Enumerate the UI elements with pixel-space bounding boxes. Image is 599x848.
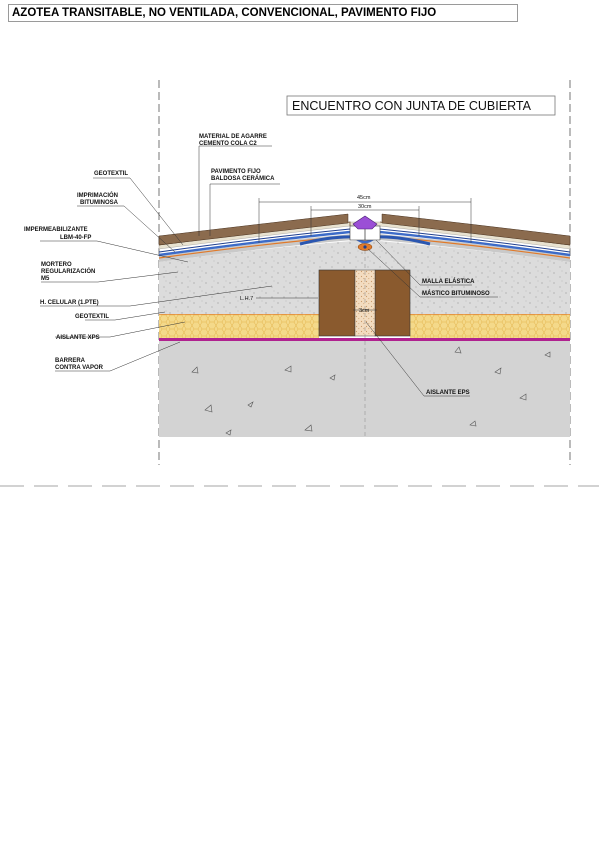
brick-wall-left — [318, 269, 356, 337]
label-imprimacion-2: BITUMINOSA — [80, 200, 119, 206]
dimension-lines — [258, 198, 472, 311]
detail-title: ENCUENTRO CON JUNTA DE CUBIERTA — [292, 99, 532, 113]
label-barrera-2: CONTRA VAPOR — [55, 365, 104, 371]
label-material-agarre-1: MATERIAL DE AGARRE — [199, 134, 267, 140]
page-title: AZOTEA TRANSITABLE, NO VENTILADA, CONVEN… — [8, 4, 518, 22]
label-pavimento-1: PAVIMENTO FIJO — [211, 169, 261, 175]
label-pavimento-2: BALDOSA CERÁMICA — [211, 175, 275, 182]
dim-45: 45cm — [357, 195, 371, 201]
label-mortero-1: MORTERO — [41, 262, 72, 268]
label-aislante-xps: AISLANTE XPS — [56, 335, 100, 341]
label-imprimacion-1: IMPRIMACIÓN — [77, 191, 118, 199]
label-mastico: MÁSTICO BITUMINOSO — [422, 290, 490, 297]
ceramic-tile-right — [381, 213, 571, 246]
concrete-slab — [159, 340, 570, 437]
brick-wall-right — [374, 269, 411, 337]
xps-insulation-left — [159, 314, 319, 338]
vapour-barrier — [159, 338, 570, 341]
leader-lines — [40, 145, 498, 397]
label-impermeabilizante-2: LBM-40-FP — [60, 235, 91, 241]
waterproof-membrane — [158, 230, 571, 257]
lh7-label: L.H.7 — [240, 296, 253, 302]
label-geotextil-top: GEOTEXTIL — [94, 171, 128, 177]
label-hormigon-celular: H. CELULAR (1.PTE) — [40, 300, 99, 306]
concrete-aggregate — [191, 346, 551, 436]
label-material-agarre-2: CEMENTO COLA C2 — [199, 141, 257, 147]
xps-insulation-right — [410, 314, 570, 338]
label-malla: MALLA ELÁSTICA — [422, 278, 475, 285]
label-barrera-1: BARRERA — [55, 358, 86, 364]
label-geotextil-bottom: GEOTEXTIL — [75, 314, 109, 320]
ceramic-tile-left — [158, 213, 349, 246]
joint-cap — [352, 215, 378, 230]
detail-title-box — [286, 95, 556, 116]
dim-30: 30cm — [358, 204, 372, 210]
label-mortero-3: M5 — [41, 276, 50, 282]
label-aislante-eps: AISLANTE EPS — [426, 390, 470, 396]
label-impermeabilizante-1: IMPERMEABILIZANTE — [24, 227, 88, 233]
dim-3: 3cm — [359, 308, 370, 314]
label-mortero-2: REGULARIZACIÓN — [41, 267, 95, 275]
